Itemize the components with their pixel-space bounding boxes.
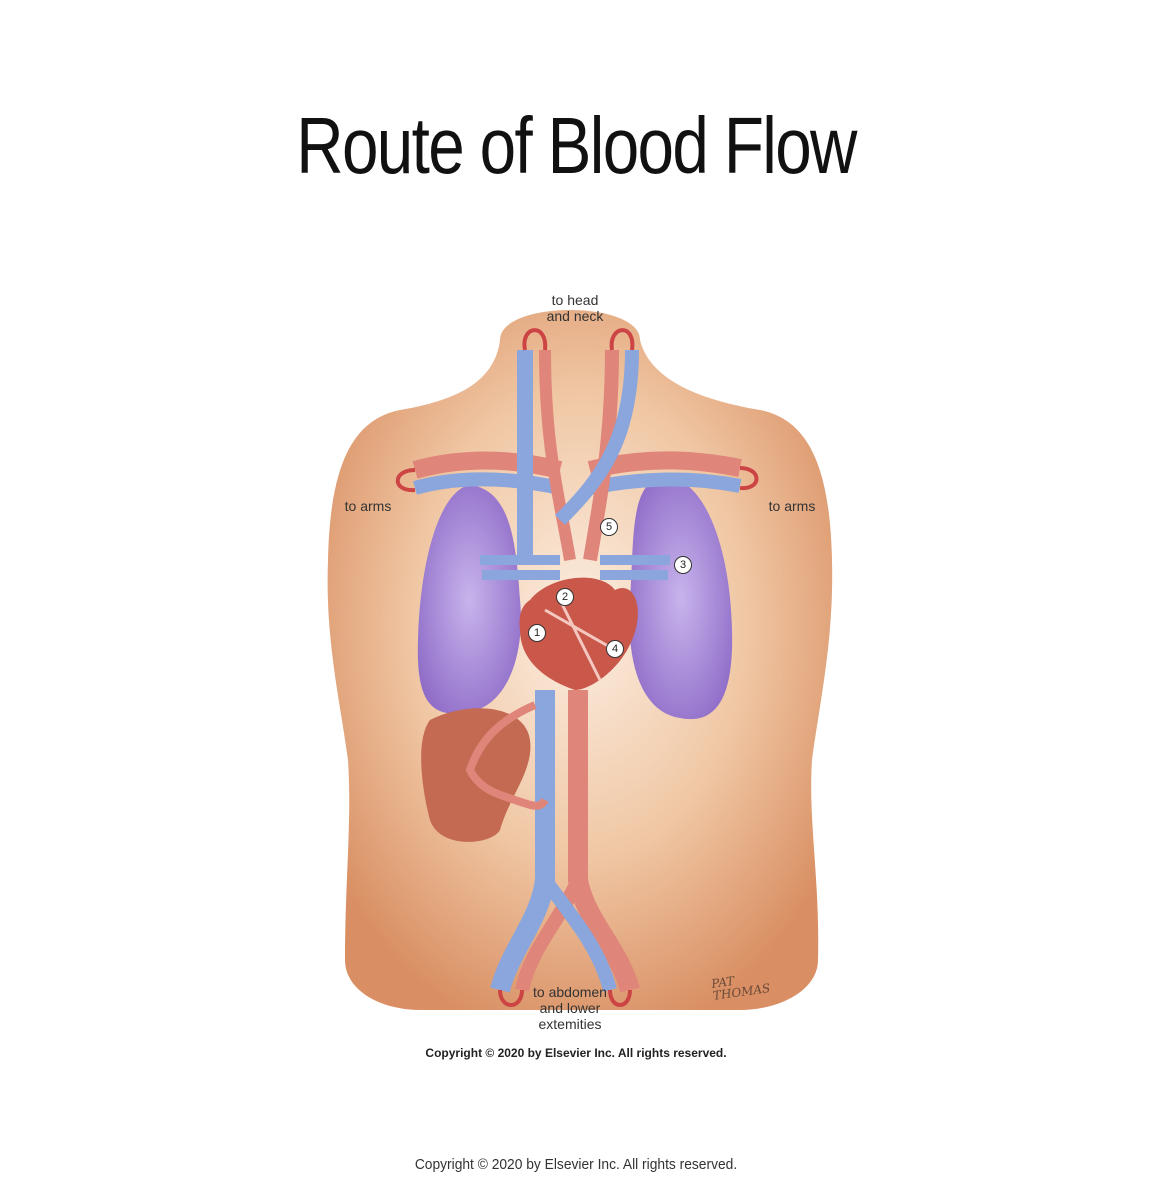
- right-lung: [629, 477, 733, 720]
- artery-to-head-left: [539, 349, 576, 561]
- figure-copyright: Copyright © 2020 by Elsevier Inc. All ri…: [425, 1046, 727, 1060]
- step-marker-1: 1: [528, 624, 546, 642]
- return-arrow-head-left: [522, 328, 548, 351]
- iliac-right-vein: [539, 875, 617, 992]
- step-marker-2: 2: [556, 588, 574, 606]
- label-arms-right: to arms: [768, 498, 816, 514]
- step-marker-5: 5: [600, 518, 618, 536]
- hepatic-vessel: [465, 701, 549, 810]
- return-arrow-left-arm: [395, 468, 416, 493]
- left-lung: [417, 485, 521, 714]
- return-arrow-abdomen-left: [498, 989, 524, 1007]
- return-arrow-right-arm: [739, 466, 759, 491]
- vein-from-left-arm: [413, 472, 562, 495]
- footer-copyright: Copyright © 2020 by Elsevier Inc. All ri…: [414, 1156, 738, 1173]
- return-arrow-head-right: [609, 328, 635, 351]
- pulmonary-right: [600, 555, 670, 580]
- artery-to-left-arm: [412, 451, 563, 479]
- label-head-neck: to head and neck: [546, 292, 604, 324]
- return-arrow-abdomen-right: [608, 989, 632, 1007]
- pulmonary-left: [480, 555, 560, 580]
- step-marker-4: 4: [606, 640, 624, 658]
- vein-from-right-arm: [588, 472, 742, 495]
- label-arms-left: to arms: [344, 498, 392, 514]
- label-abdomen: to abdomen and lower extemities: [533, 984, 607, 1032]
- heart-chamber-detail: [544, 599, 616, 681]
- page-title: Route of Blood Flow: [296, 101, 857, 190]
- vein-from-head-right: [555, 349, 639, 525]
- heart: [519, 577, 638, 690]
- iliac-left-artery: [515, 877, 585, 992]
- step-marker-3: 3: [674, 556, 692, 574]
